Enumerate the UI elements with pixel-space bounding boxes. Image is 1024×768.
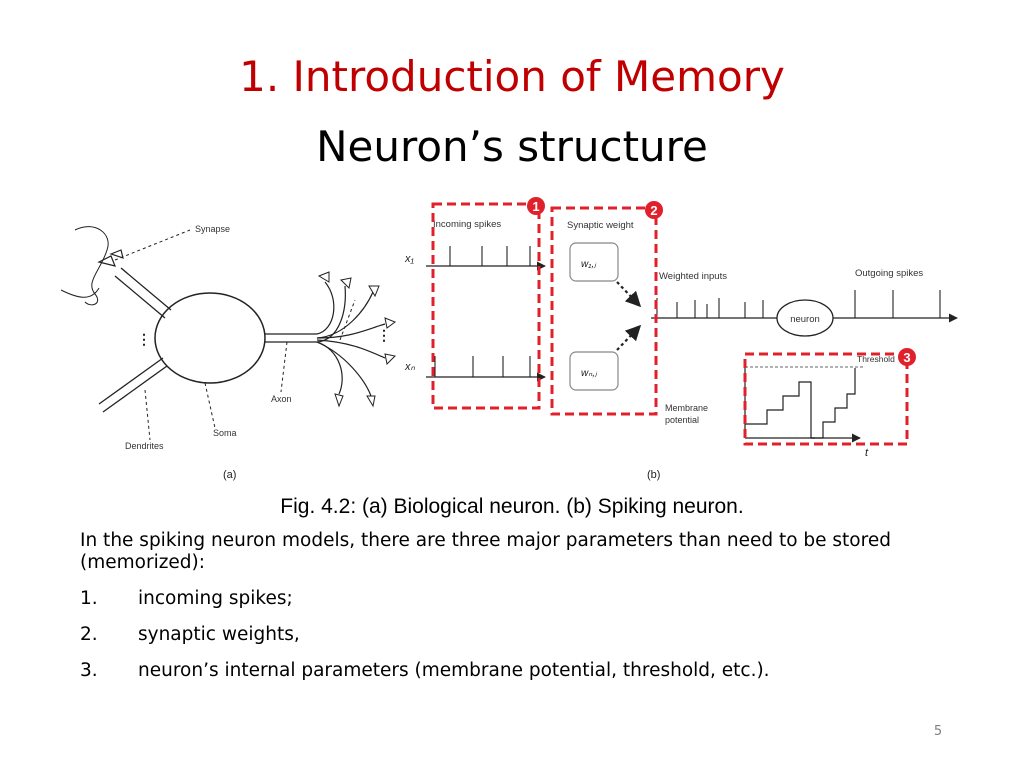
threshold-label: Threshold [857, 354, 895, 364]
list-item-number: 2. [80, 624, 98, 645]
list-item-text: neuron’s internal parameters (membrane p… [138, 660, 770, 681]
membrane-label-1: Membrane [665, 403, 708, 413]
panel-a-label: (a) [223, 469, 236, 481]
biological-neuron-diagram [60, 226, 397, 441]
weight-box-1 [569, 242, 619, 282]
marker-1-label: 1 [532, 199, 539, 214]
incoming-spikes-label: Incoming spikes [433, 219, 501, 230]
t-axis-label: t [865, 447, 869, 459]
axon-label: Axon [271, 394, 292, 404]
parameter-list: 1. incoming spikes; 2. synaptic weights,… [80, 587, 960, 695]
weighted-inputs-label: Weighted inputs [659, 271, 727, 282]
list-item-number: 3. [80, 660, 98, 681]
marker-3 [898, 348, 916, 366]
marker-2-label: 2 [650, 203, 657, 218]
list-item: 1. incoming spikes; [80, 587, 960, 623]
list-item-text: incoming spikes; [138, 588, 293, 609]
membrane-label-2: potential [665, 415, 699, 425]
dots-right: ⋮ [377, 327, 391, 343]
list-item-text: synaptic weights, [138, 624, 300, 645]
list-item: 3. neuron’s internal parameters (membran… [80, 659, 960, 695]
soma-shape [154, 292, 266, 384]
slide-subtitle: Neuron’s structure [316, 122, 708, 171]
highlight-incoming-spikes [431, 202, 541, 410]
list-item-number: 1. [80, 588, 98, 609]
list-item: 2. synaptic weights, [80, 623, 960, 659]
panel-b-label: (b) [647, 469, 660, 481]
synaptic-weight-label: Synaptic weight [567, 220, 634, 231]
soma-label: Soma [213, 428, 237, 438]
w1-label: w₁,ⱼ [581, 259, 597, 270]
x1-label: x₁ [404, 253, 415, 265]
marker-1 [527, 197, 545, 215]
marker-3-label: 3 [903, 350, 910, 365]
figure-caption: Fig. 4.2: (a) Biological neuron. (b) Spi… [280, 495, 744, 518]
outgoing-spikes-label: Outgoing spikes [855, 268, 923, 279]
spiking-neuron-diagram [426, 242, 958, 443]
neuron-figure: Synapse Axon Soma Dendrites ⋮ ⋮ (a) [60, 197, 958, 481]
dendrites-label: Dendrites [125, 441, 164, 451]
weight-box-n [569, 351, 619, 391]
page-number: 5 [933, 724, 943, 739]
xn-label: xₙ [404, 361, 416, 373]
intro-paragraph: In the spiking neuron models, there are … [80, 530, 891, 573]
synapse-label: Synapse [195, 224, 230, 234]
marker-2 [645, 201, 663, 219]
dots-left: ⋮ [137, 331, 151, 347]
slide-title: 1. Introduction of Memory [239, 52, 785, 101]
neuron-label: neuron [790, 314, 820, 325]
wn-label: wₙ,ⱼ [581, 368, 598, 379]
